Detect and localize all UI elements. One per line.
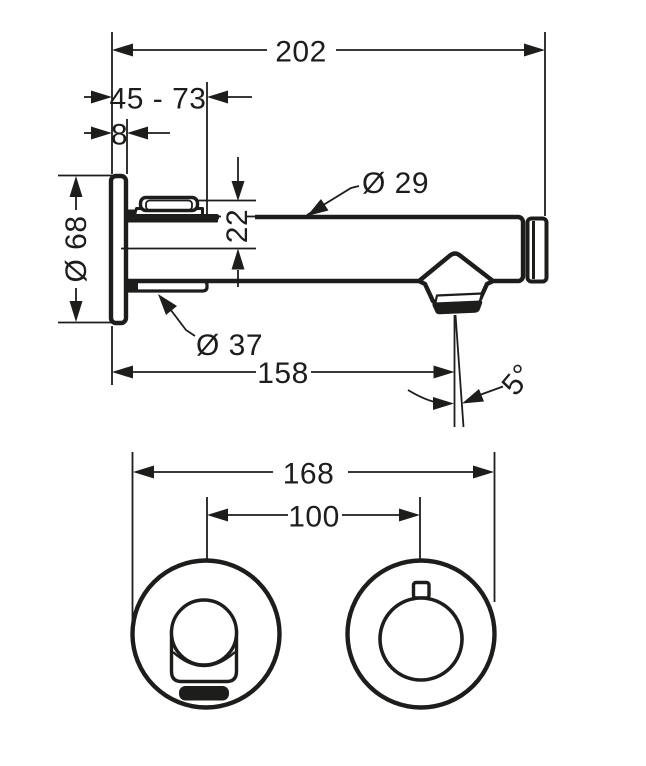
arrowhead-5deg-left	[433, 397, 454, 410]
spout-underside-arc	[172, 651, 236, 668]
aerator	[432, 300, 483, 315]
arrowhead-8-right	[127, 126, 148, 140]
arrowhead-158-left	[112, 365, 133, 379]
arrowhead-22-top	[231, 181, 245, 201]
dim-total-length-label: 202	[275, 36, 327, 69]
dim-spout-reach-label: 158	[257, 357, 309, 390]
dim-escutcheon-diameter-label: Ø 68	[60, 215, 93, 282]
spout-end-cap	[525, 216, 549, 284]
dim-plate-thickness-label: 8	[111, 119, 128, 152]
handle-cap-inner	[145, 199, 193, 211]
front-aerator	[179, 686, 229, 701]
arrowhead-202-left	[112, 43, 133, 57]
spout-front-circle	[169, 598, 239, 667]
handle-cap	[138, 195, 200, 213]
dim-overall-width-label: 168	[283, 458, 335, 491]
arrowhead-5deg-right	[462, 389, 484, 404]
handle-knob-circle	[378, 596, 464, 682]
side-view: 202 45 - 73 8 Ø 68 22 Ø 29	[58, 32, 549, 428]
arrowhead-100-left	[207, 508, 228, 522]
arrowhead-4573-right	[207, 90, 228, 104]
arrowhead-68-bottom	[69, 301, 83, 322]
arrowhead-168-left	[133, 465, 154, 479]
leader-line-5deg	[480, 385, 504, 396]
arrowhead-37	[158, 294, 177, 315]
dim-axis-offset-label: 22	[221, 209, 254, 243]
label-backing-22	[219, 204, 255, 246]
spout-sleeve-corner	[129, 282, 138, 290]
dim-spout-diameter-label: Ø 29	[362, 167, 429, 200]
front-view: 168 100	[130, 452, 497, 710]
dim-spray-angle-label: 5°	[496, 358, 540, 402]
arrowhead-168-right	[473, 465, 494, 479]
arrowhead-4573-left	[91, 90, 112, 104]
arrowhead-158-right	[433, 365, 455, 379]
arrowhead-29	[307, 199, 329, 216]
arrowhead-8-left	[91, 126, 112, 140]
dim-wall-adjustment-label: 45 - 73	[110, 83, 207, 116]
wall-plate	[108, 173, 129, 326]
water-stream-tilted-line	[454, 314, 465, 428]
arrowhead-22-bottom	[231, 248, 245, 270]
arrowhead-68-top	[69, 176, 83, 197]
dim-sleeve-diameter-label: Ø 37	[196, 329, 263, 362]
arrowhead-202-right	[524, 43, 545, 57]
arrowhead-100-right	[399, 508, 420, 522]
dim-center-distance-label: 100	[288, 501, 340, 534]
knob-index-tab	[411, 580, 431, 600]
handle-base-band	[126, 214, 218, 223]
